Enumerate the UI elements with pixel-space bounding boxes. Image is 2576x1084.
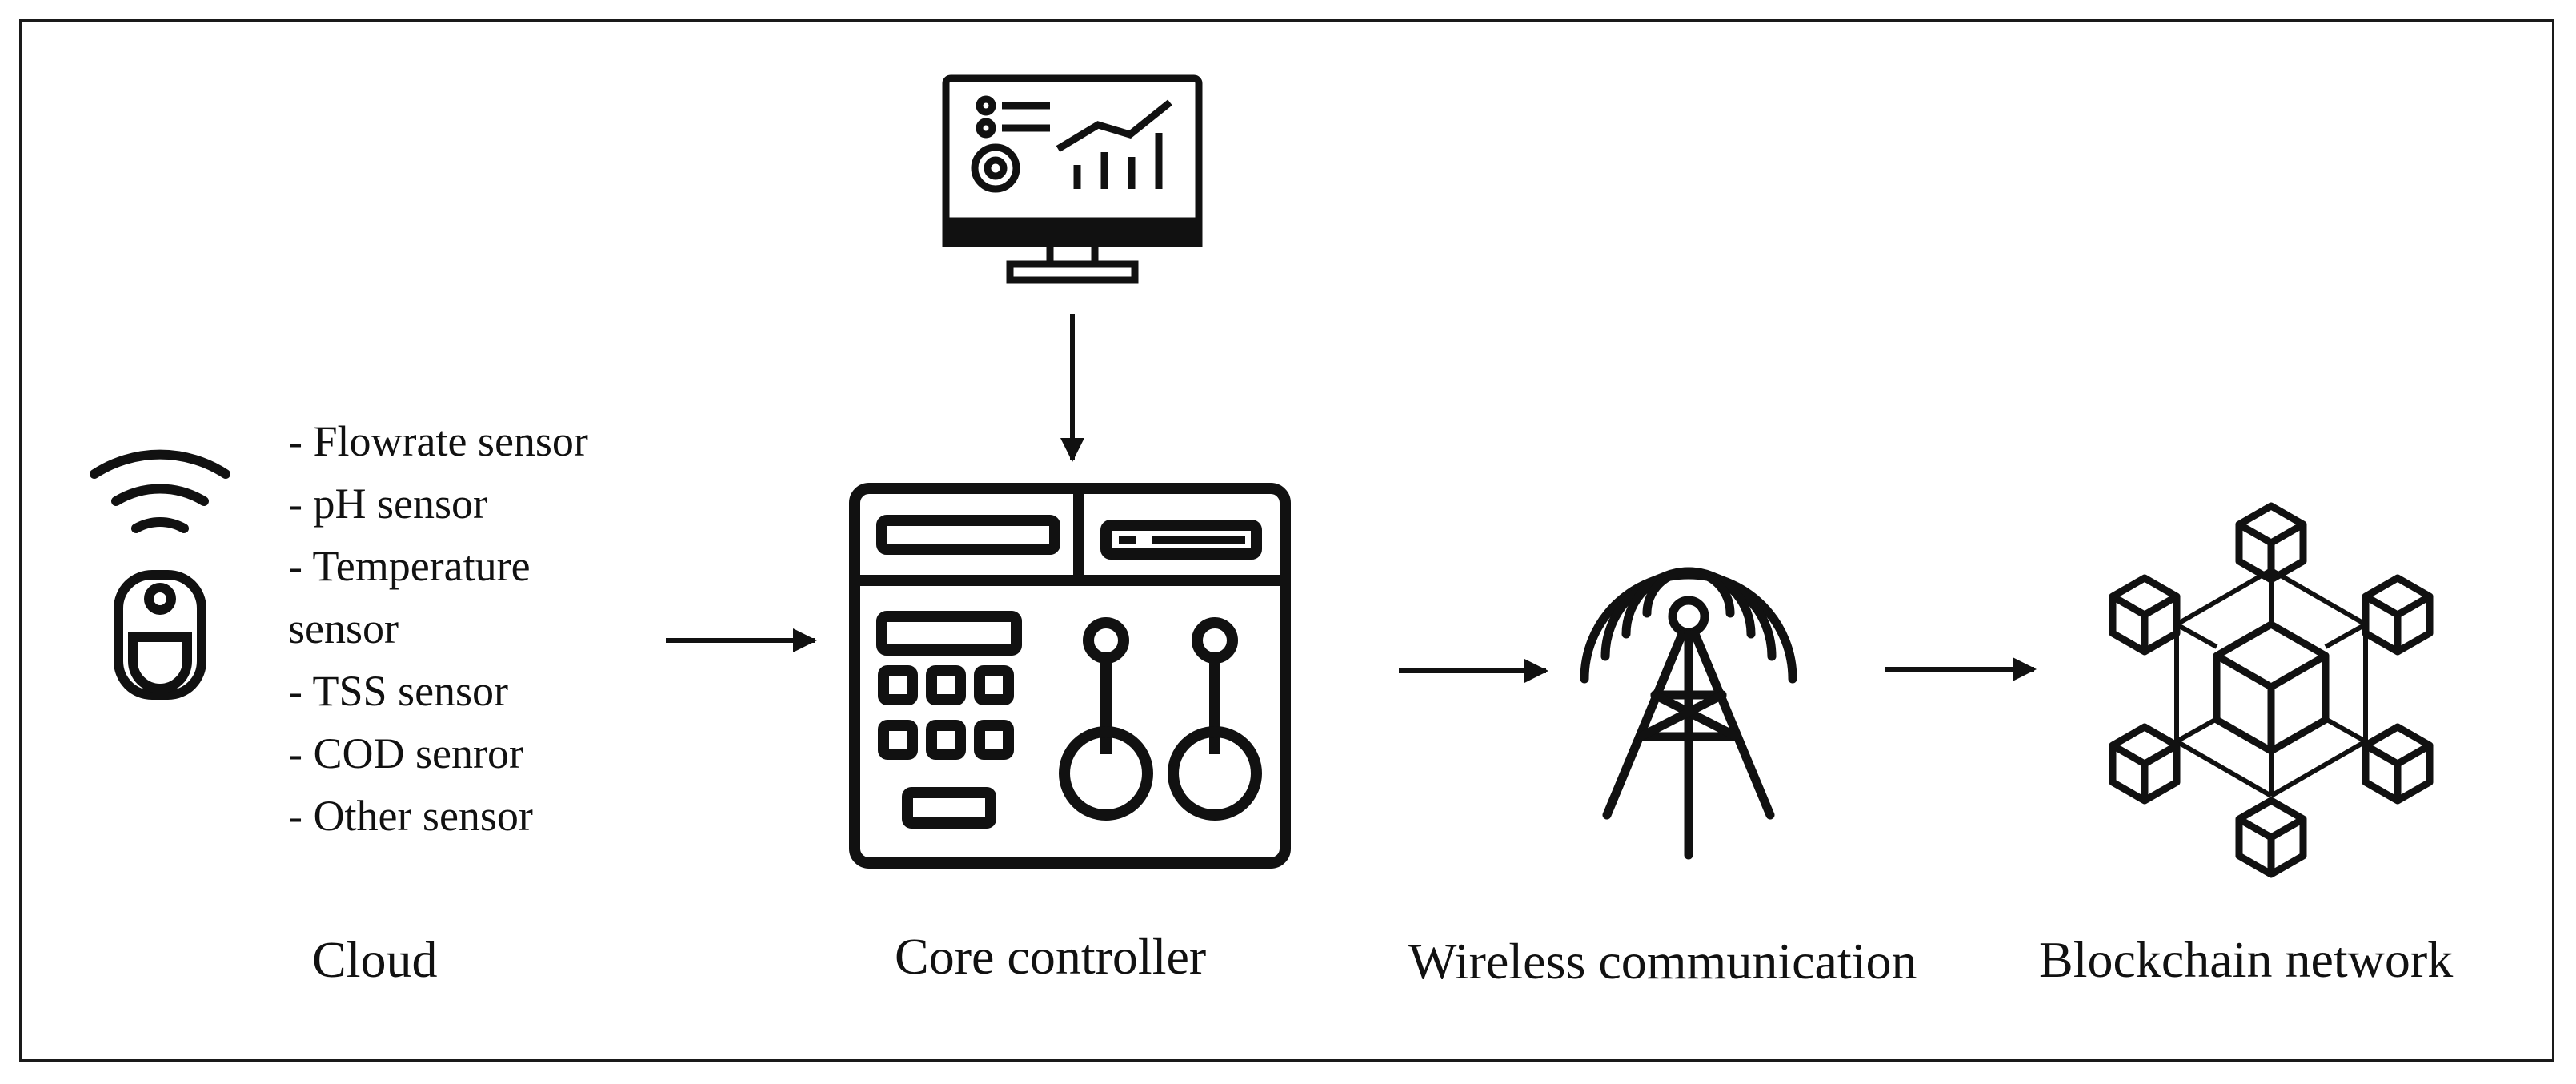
caption-blockchain-network: Blockchain network	[2039, 931, 2454, 988]
radio-tower-icon	[1580, 567, 1797, 860]
sensor-list-item: - COD senror	[288, 729, 523, 777]
sensor-list: - Flowrate sensor - pH sensor - Temperat…	[288, 410, 588, 847]
blockchain-cubes-icon	[2109, 502, 2434, 878]
sensor-list-item: - Temperature	[288, 542, 531, 590]
sensor-list-item: - Other sensor	[288, 792, 533, 840]
sensor-list-item: - TSS sensor	[288, 667, 509, 715]
caption-core-controller: Core controller	[895, 928, 1207, 985]
sensor-list-item: - Flowrate sensor	[288, 417, 588, 465]
flow-arrows	[666, 314, 2037, 683]
sensor-list-item: sensor	[288, 604, 399, 652]
caption-wireless-communication: Wireless communication	[1408, 933, 1917, 990]
dashboard-monitor-icon	[942, 74, 1203, 284]
caption-cloud: Cloud	[312, 931, 438, 988]
control-panel-icon	[849, 483, 1291, 869]
sensor-list-item: - pH sensor	[288, 480, 487, 528]
wireless-sensor-icon	[90, 449, 230, 700]
diagram-frame	[19, 19, 2554, 1062]
